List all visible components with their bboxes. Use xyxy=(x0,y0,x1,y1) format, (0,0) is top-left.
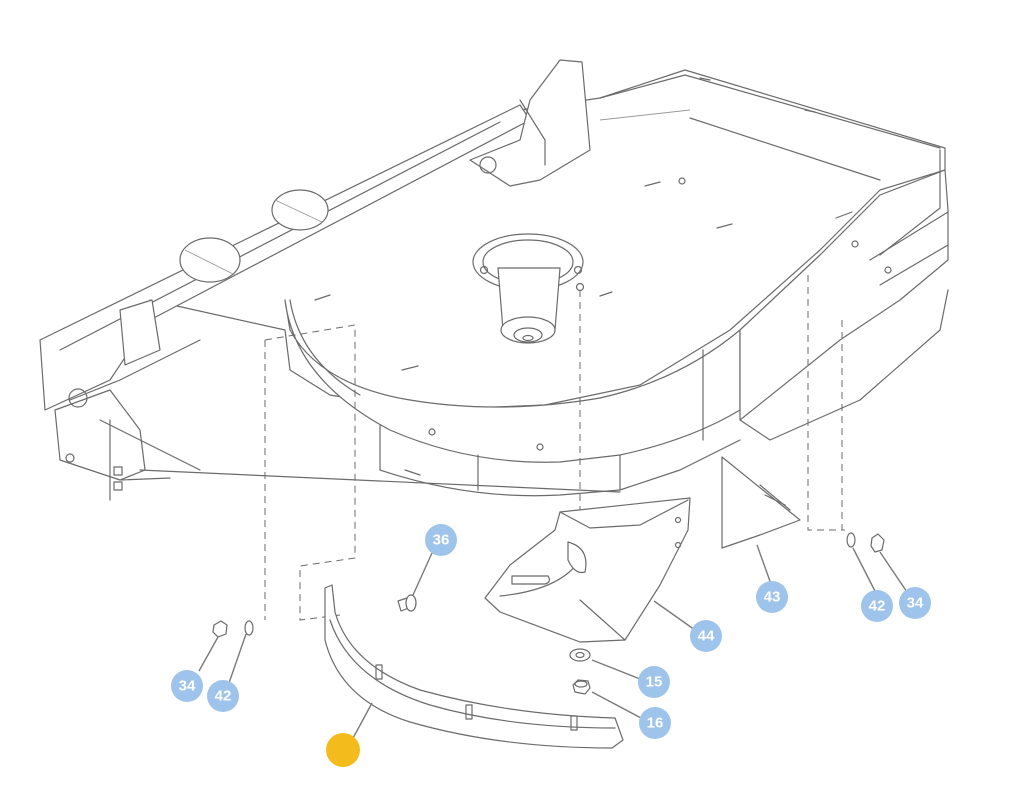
leader-lines xyxy=(198,544,908,741)
deflector-shield xyxy=(324,584,624,749)
callout-36[interactable]: 36 xyxy=(425,524,457,556)
svg-text:36: 36 xyxy=(433,532,450,549)
callout-42-left[interactable]: 42 xyxy=(207,680,239,712)
spindle-housing xyxy=(472,233,585,344)
svg-text:43: 43 xyxy=(764,589,781,606)
callouts: 36 43 42 34 44 15 16 34 xyxy=(171,524,931,767)
callout-34-right[interactable]: 34 xyxy=(899,587,931,619)
washer-42-right xyxy=(846,532,856,548)
svg-text:15: 15 xyxy=(646,674,663,691)
svg-text:44: 44 xyxy=(698,628,715,645)
callout-43[interactable]: 43 xyxy=(756,581,788,613)
washer-15 xyxy=(569,648,591,662)
washer-42-left xyxy=(244,620,254,636)
nut-34-right xyxy=(870,533,885,553)
part-44-chute-deflector xyxy=(484,497,691,643)
svg-text:34: 34 xyxy=(907,595,924,612)
part-43-bracket xyxy=(721,456,801,549)
callout-15[interactable]: 15 xyxy=(638,666,670,698)
svg-text:34: 34 xyxy=(179,678,196,695)
callout-44[interactable]: 44 xyxy=(690,620,722,652)
svg-text:16: 16 xyxy=(647,715,664,732)
svg-text:42: 42 xyxy=(215,688,232,705)
hardware xyxy=(212,532,885,695)
callout-16[interactable]: 16 xyxy=(639,707,671,739)
nut-16 xyxy=(572,679,591,695)
callout-42-right[interactable]: 42 xyxy=(861,590,893,622)
svg-text:42: 42 xyxy=(869,598,886,615)
deflector-shield-callout[interactable] xyxy=(326,733,360,767)
hitch-frame xyxy=(39,59,621,501)
nut-34-left xyxy=(212,620,228,638)
callout-34-left[interactable]: 34 xyxy=(171,670,203,702)
bolt-36 xyxy=(397,594,417,612)
